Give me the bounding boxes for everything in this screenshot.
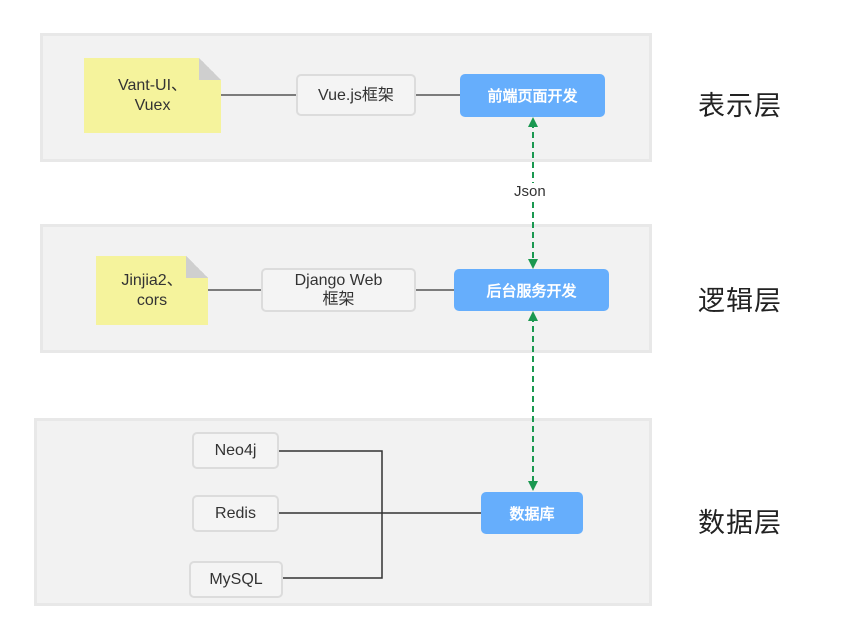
presentation-note: Vant-UI、 Vuex [84,58,221,133]
database-bracket-line [279,450,383,579]
redis-box: Redis [192,495,279,532]
json-connector-label: Json [510,183,550,200]
backend-module-box: 后台服务开发 [454,269,609,311]
frontend-module-box: 前端页面开发 [460,74,605,117]
mysql-box: MySQL [189,561,283,598]
data-layer-label: 数据层 [698,508,782,539]
vue-framework-box: Vue.js框架 [296,74,416,116]
database-module-box: 数据库 [481,492,583,534]
logic-note: Jinjia2、 cors [96,256,208,325]
logic-layer-label: 逻辑层 [698,286,782,317]
django-framework-box: Django Web 框架 [261,268,416,312]
presentation-layer-label: 表示层 [698,91,782,122]
neo4j-box: Neo4j [192,432,279,469]
